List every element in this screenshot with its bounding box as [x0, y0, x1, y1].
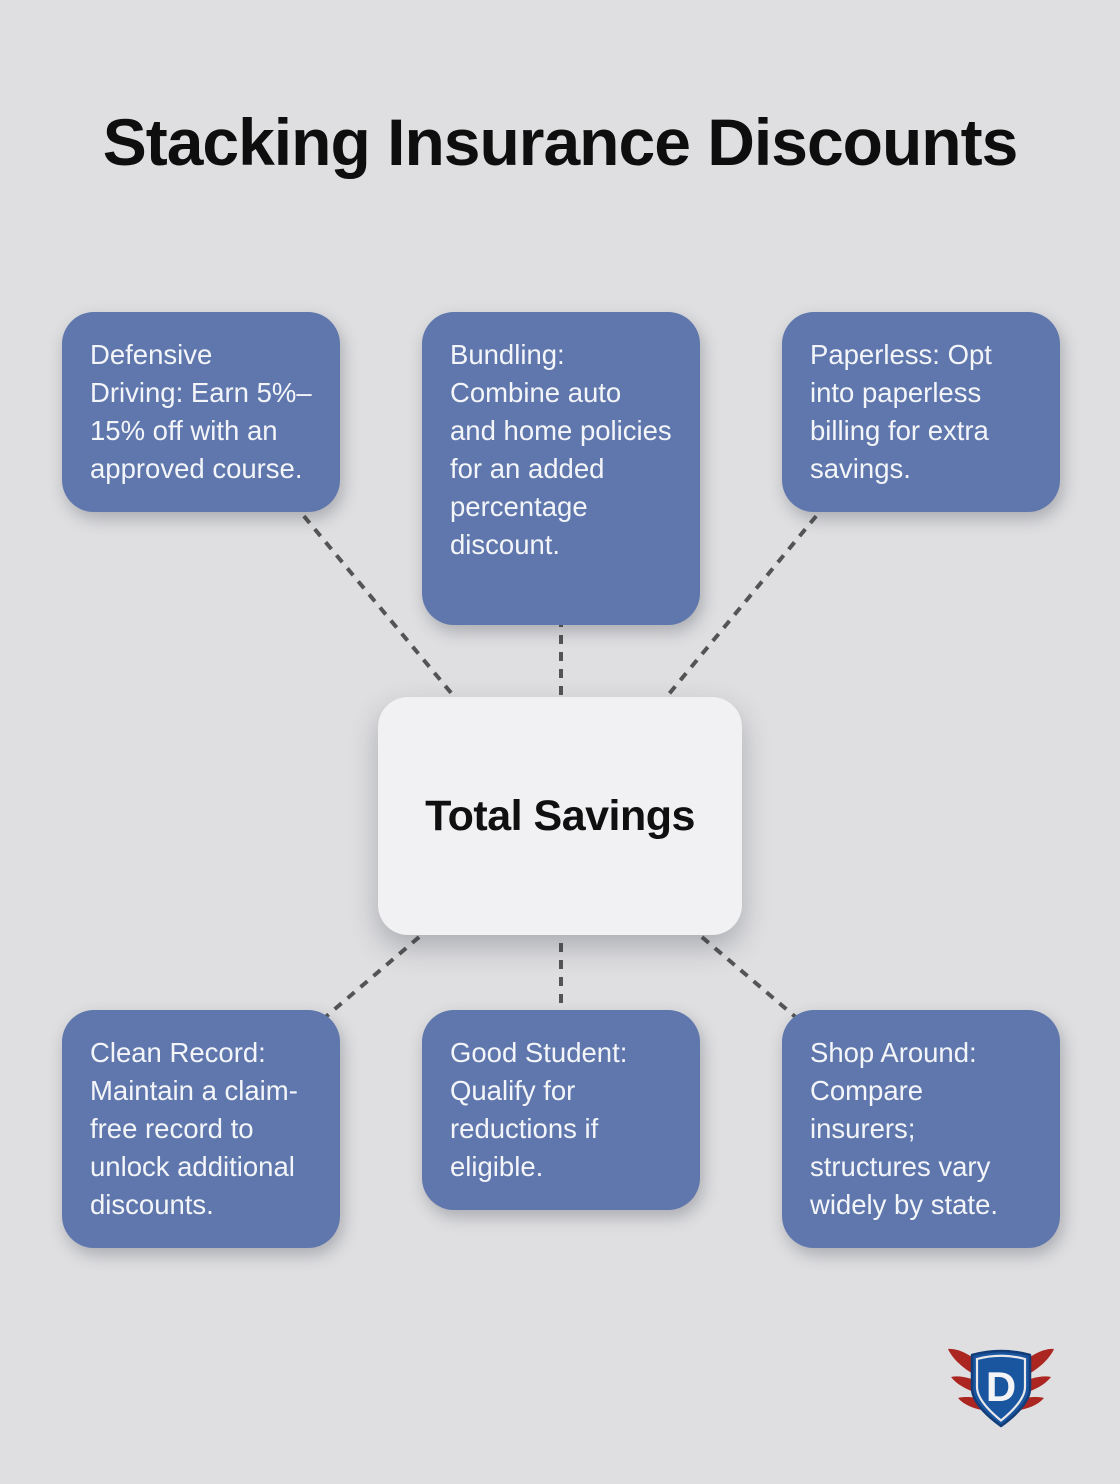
connector-clean-record [320, 924, 434, 1022]
center-node-total-savings: Total Savings [378, 697, 742, 935]
node-bundling-text: Bundling: Combine auto and home policies… [450, 339, 672, 560]
node-shop-around: Shop Around: Compare insurers; structure… [782, 1010, 1060, 1248]
logo-letter: D [986, 1363, 1016, 1410]
node-clean-record-text: Clean Record: Maintain a claim-free reco… [90, 1037, 298, 1220]
connector-shop-around [687, 924, 801, 1022]
node-shop-around-text: Shop Around: Compare insurers; structure… [810, 1037, 999, 1220]
node-clean-record: Clean Record: Maintain a claim-free reco… [62, 1010, 340, 1248]
node-paperless-text: Paperless: Opt into paperless billing fo… [810, 339, 992, 484]
page-title: Stacking Insurance Discounts [102, 105, 1019, 179]
node-defensive-driving: Defensive Driving: Earn 5%–15% off with … [62, 312, 340, 512]
center-node-label: Total Savings [425, 791, 695, 840]
node-paperless: Paperless: Opt into paperless billing fo… [782, 312, 1060, 512]
node-good-student: Good Student: Qualify for reductions if … [422, 1010, 700, 1210]
node-bundling: Bundling: Combine auto and home policies… [422, 312, 700, 625]
node-defensive-driving-text: Defensive Driving: Earn 5%–15% off with … [90, 339, 312, 484]
brand-logo: D [948, 1348, 1054, 1428]
node-good-student-text: Good Student: Qualify for reductions if … [450, 1037, 628, 1182]
shield-icon: D [970, 1349, 1032, 1428]
